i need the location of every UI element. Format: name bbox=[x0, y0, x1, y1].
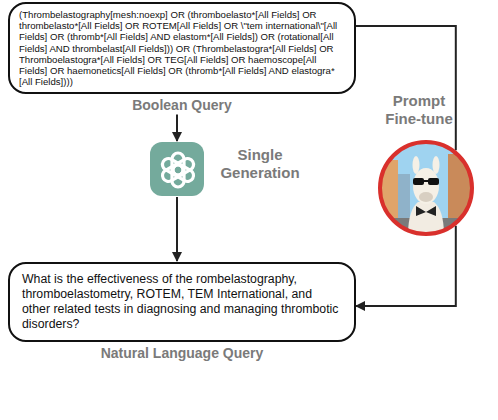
natural-language-box: What is the effectiveness of the rombela… bbox=[8, 262, 356, 361]
sunglasses bbox=[428, 178, 439, 185]
llama-body bbox=[408, 202, 444, 236]
flow-connector bbox=[356, 226, 456, 306]
sunglasses bbox=[423, 180, 429, 182]
building bbox=[398, 174, 410, 224]
llama-scene bbox=[378, 140, 474, 236]
llama-circle: Prompt Fine-tune bbox=[378, 140, 474, 236]
building bbox=[380, 160, 398, 220]
box-caption: Boolean Query bbox=[8, 97, 356, 113]
query-text: (Thrombelastography[mesh:noexp] OR (thro… bbox=[19, 9, 345, 87]
llama-ear bbox=[413, 156, 420, 174]
boolean-query-box: (Thrombelastography[mesh:noexp] OR (thro… bbox=[8, 2, 356, 113]
building bbox=[448, 154, 470, 224]
sunglasses bbox=[413, 178, 424, 185]
llama-snout bbox=[419, 192, 433, 202]
sky bbox=[378, 140, 474, 236]
side-label: Single Generation bbox=[214, 146, 306, 182]
side-label: Prompt Fine-tune bbox=[384, 92, 454, 128]
llm-logo: Single Generation bbox=[150, 142, 204, 196]
box-caption: Natural Language Query bbox=[8, 345, 356, 361]
flow-connector bbox=[176, 114, 178, 141]
query-text: What is the effectiveness of the rombela… bbox=[22, 272, 342, 332]
query-box-outline: What is the effectiveness of the rombela… bbox=[8, 262, 356, 342]
llama-ear bbox=[433, 156, 440, 174]
query-box-outline: (Thrombelastography[mesh:noexp] OR (thro… bbox=[8, 2, 356, 94]
flow-connector bbox=[356, 26, 456, 150]
llama-illustration bbox=[378, 140, 474, 236]
bow-tie bbox=[416, 206, 436, 216]
flow-connector bbox=[176, 197, 178, 261]
llama-head bbox=[413, 168, 439, 204]
